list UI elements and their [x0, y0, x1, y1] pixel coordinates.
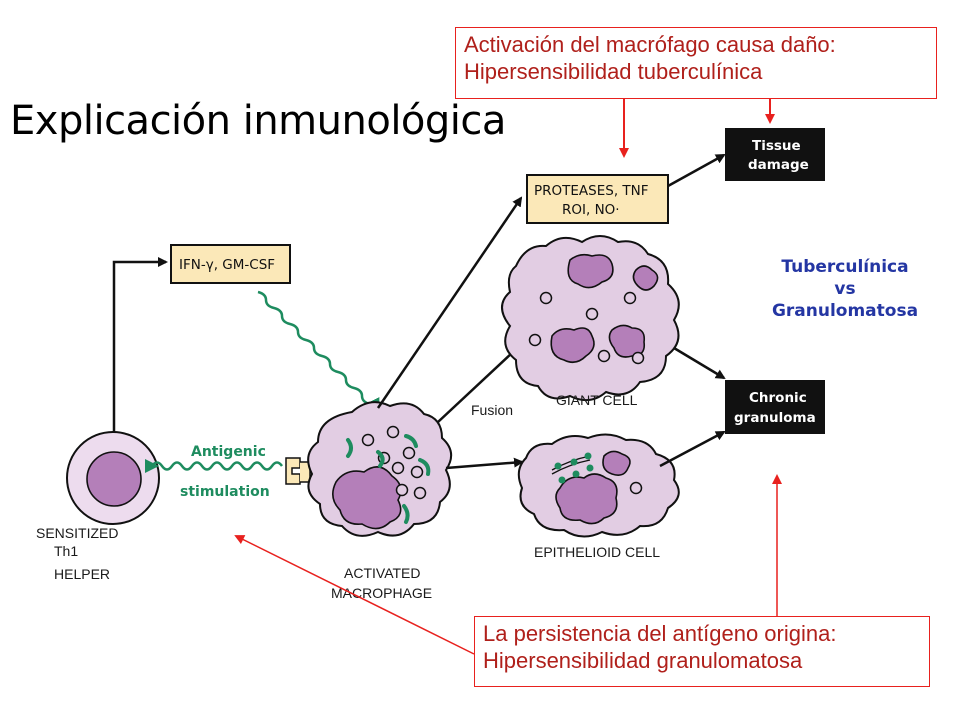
- fusion-label: Fusion: [471, 402, 513, 418]
- cytokine-box-label: IFN-γ, GM-CSF: [179, 257, 275, 273]
- helper-label-line3: HELPER: [54, 566, 110, 582]
- antigenic-stimulation-wave: [145, 459, 284, 473]
- mediators-box: [526, 174, 669, 224]
- mediators-line1: PROTEASES, TNF: [534, 183, 649, 199]
- comparison-label: Tuberculínica vs Granulomatosa: [745, 256, 945, 322]
- receptor-complex: [285, 457, 311, 485]
- macrophage-label-line1: ACTIVATED: [344, 565, 421, 581]
- callout-macrophage-damage: Activación del macrófago causa daño: Hip…: [455, 27, 937, 99]
- callout-antigen-persistence: La persistencia del antígeno origina: Hi…: [474, 616, 930, 687]
- chronic-granuloma-line1: Chronic: [749, 390, 807, 406]
- macrophage-to-mediators-arrow: [376, 196, 523, 409]
- helper-label-line1: SENSITIZED: [36, 525, 118, 541]
- tissue-damage-line1: Tissue: [752, 138, 801, 154]
- red-arrow-to-antigenic-stimulation: [234, 535, 475, 655]
- antigenic-label-line1: Antigenic: [191, 444, 266, 460]
- helper-to-cytokine-arrow: [112, 257, 168, 432]
- mediators-line2: ROI, NO·: [562, 202, 620, 218]
- slide-title: Explicación inmunológica: [10, 98, 506, 144]
- tissue-damage-box: [725, 128, 825, 181]
- callout-top-line2: Hipersensibilidad tuberculínica: [464, 59, 763, 84]
- macrophage-to-epithelioid-arrow: [445, 457, 524, 470]
- cytokine-box: [170, 244, 291, 284]
- tissue-damage-line2: damage: [748, 157, 809, 173]
- chronic-granuloma-box: [725, 380, 825, 434]
- giant-cell-label: GIANT CELL: [556, 392, 638, 408]
- chronic-granuloma-line2: granuloma: [734, 410, 816, 426]
- callout-top-line1: Activación del macrófago causa daño:: [464, 32, 836, 57]
- comparison-line2: vs: [834, 279, 856, 299]
- cytokine-to-macrophage-wave: [257, 290, 380, 413]
- macrophage-label-line2: MACROPHAGE: [331, 585, 432, 601]
- comparison-line3: Granulomatosa: [771, 301, 919, 321]
- antigenic-label-line2: stimulation: [180, 484, 270, 500]
- giant-cell: [501, 235, 680, 402]
- giant-cell-to-granuloma-arrow: [673, 346, 726, 380]
- activated-macrophage: [307, 401, 453, 537]
- epithelioid-cell: [517, 433, 680, 538]
- callout-bottom-line1: La persistencia del antígeno origina:: [483, 621, 837, 646]
- epithelioid-to-granuloma-arrow: [659, 430, 726, 468]
- comparison-line1: Tuberculínica: [781, 257, 909, 277]
- callout-bottom-line2: Hipersensibilidad granulomatosa: [483, 648, 803, 673]
- mediators-to-damage-arrow: [667, 153, 726, 188]
- helper-label-line2: Th1: [54, 543, 78, 559]
- epithelioid-cell-label: EPITHELIOID CELL: [534, 544, 660, 560]
- th1-helper-cell: [66, 431, 160, 525]
